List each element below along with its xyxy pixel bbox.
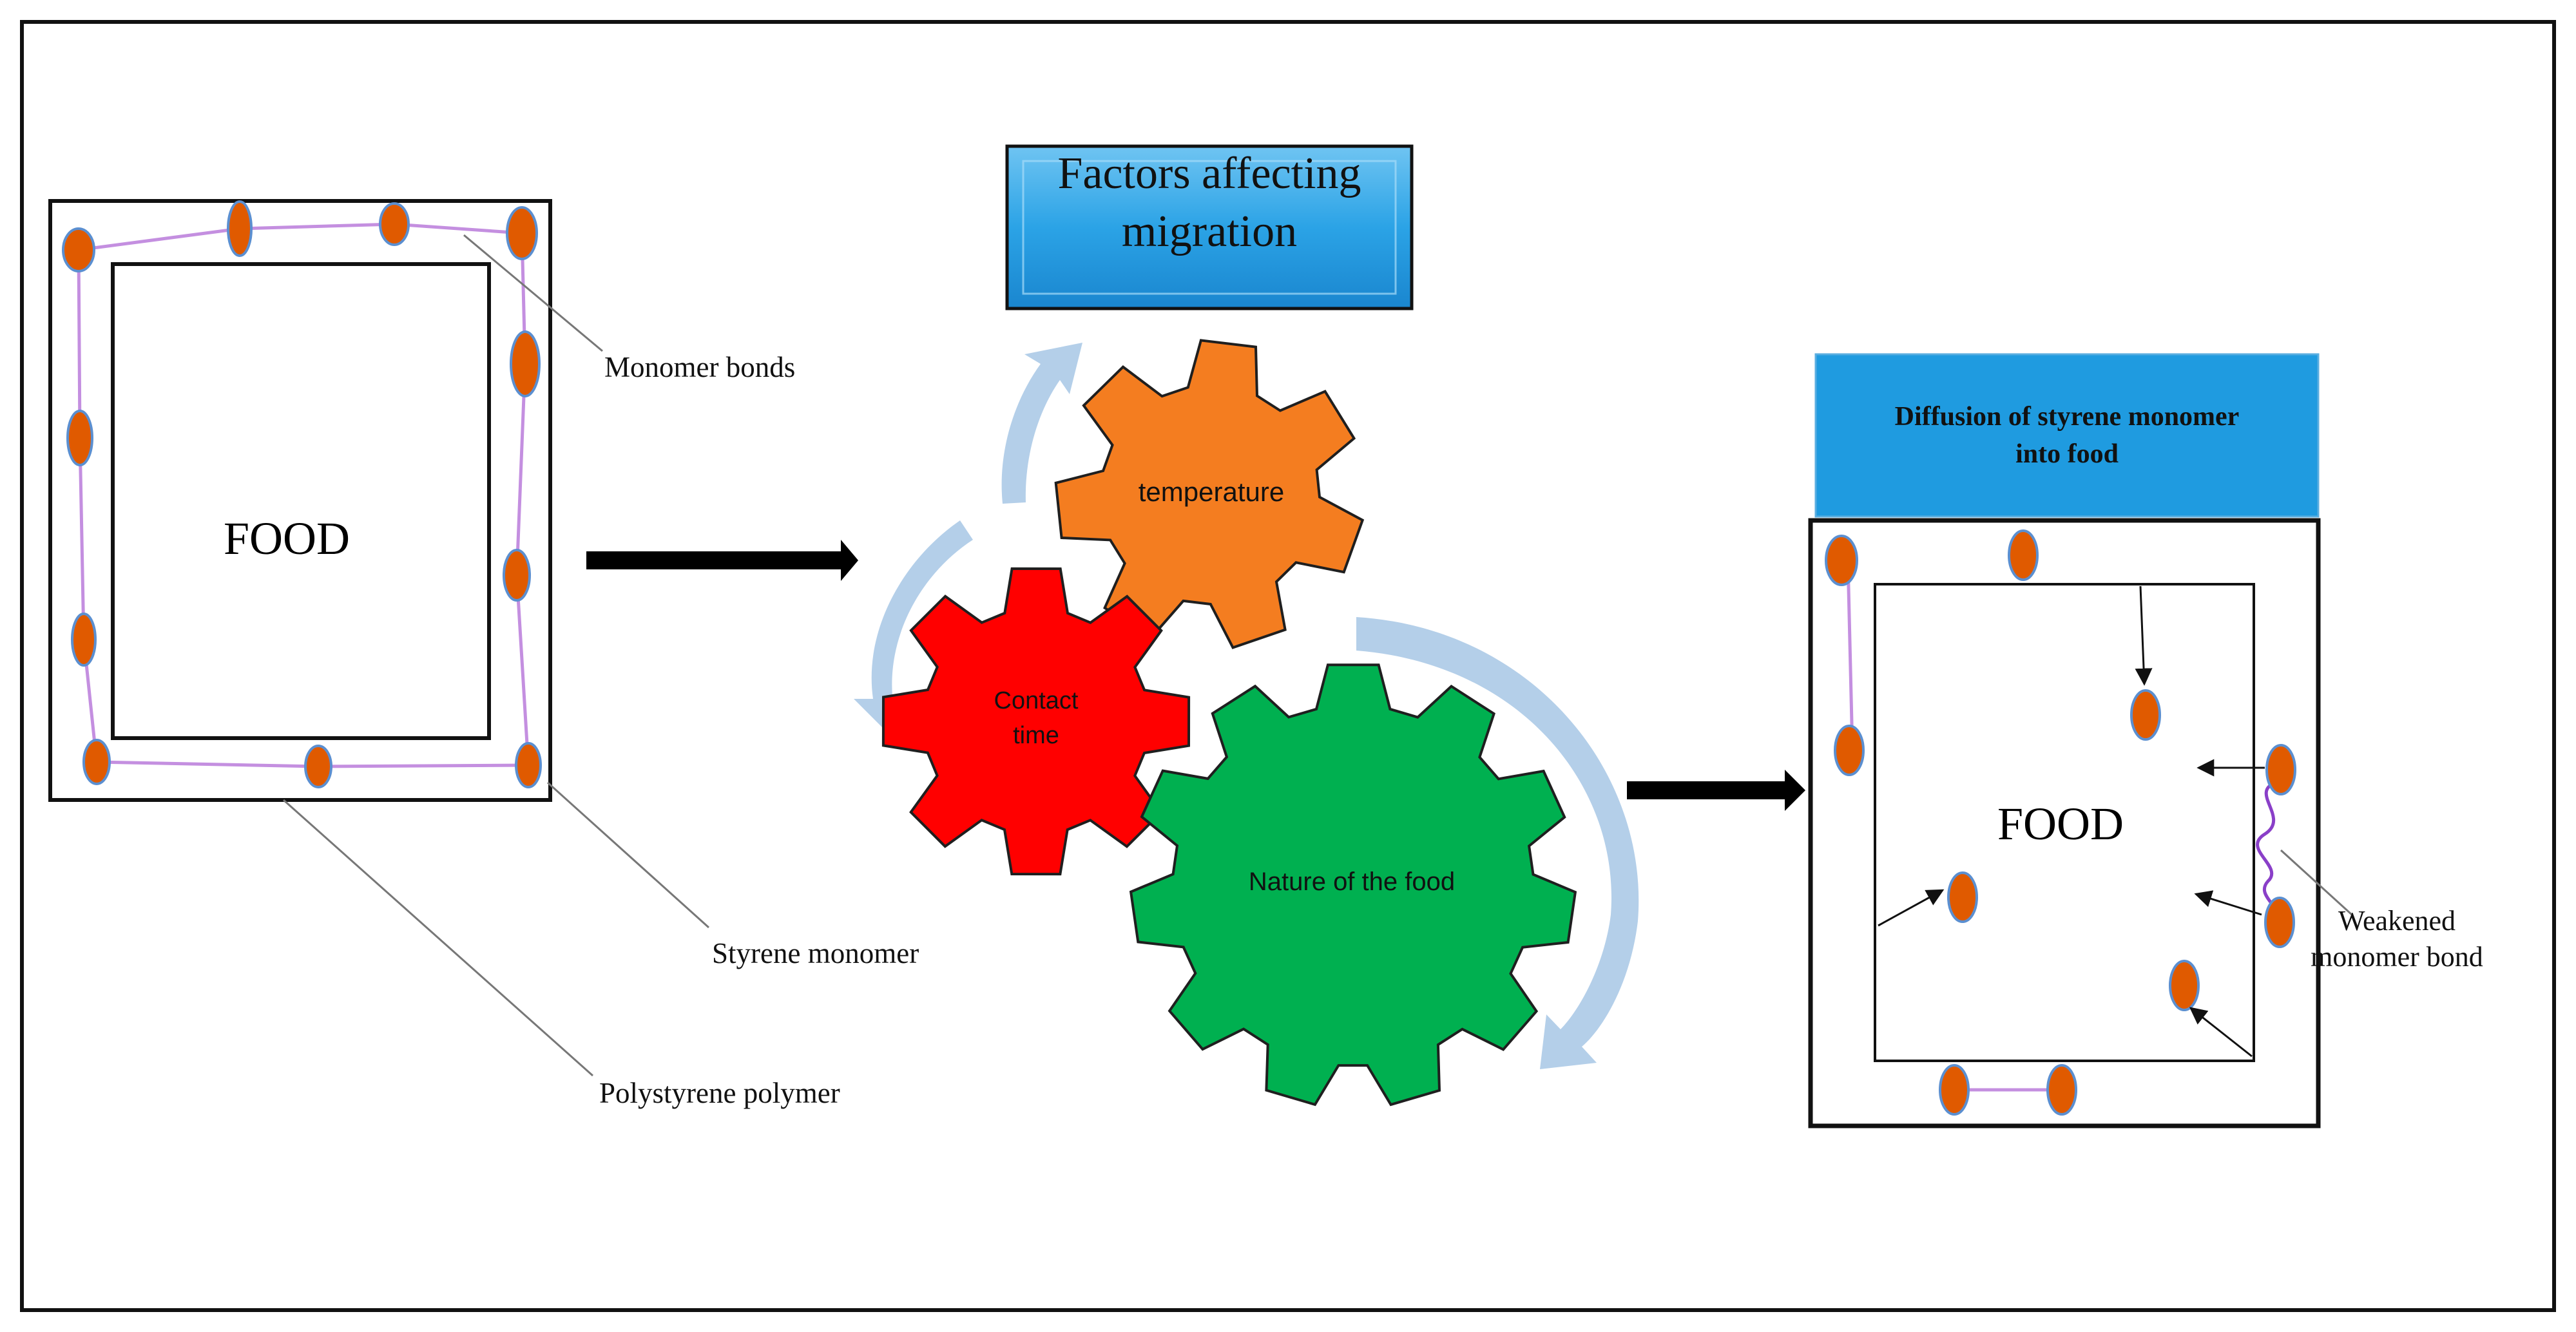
- styrene-monomer: [1947, 871, 1978, 923]
- migration-arrows: [1878, 585, 2265, 1058]
- styrene-monomer: [2264, 897, 2295, 948]
- factors-title-line2: migration: [1122, 207, 1297, 256]
- styrene-monomer: [71, 613, 97, 667]
- polystyrene-polymer-leader: [283, 799, 593, 1077]
- styrene-monomer: [1939, 1064, 1970, 1116]
- styrene-monomer: [82, 739, 111, 785]
- factors-title-line1: Factors affecting: [1057, 149, 1361, 198]
- styrene-monomer: [515, 742, 542, 788]
- contact-time-label-line2: time: [1013, 722, 1059, 749]
- styrene-monomer: [510, 330, 541, 397]
- cycle-arrows: [854, 343, 1639, 1069]
- diffusion-title-line1: Diffusion of styrene monomer: [1895, 402, 2240, 432]
- temperature-gear: [1054, 339, 1365, 649]
- contact-time-label-line1: Contact: [994, 687, 1079, 714]
- degraded-container: [1808, 518, 2321, 1128]
- weakened-bond: [2256, 781, 2280, 922]
- styrene-monomer: [1834, 725, 1865, 776]
- remaining-bond: [1846, 560, 1854, 751]
- styrene-monomer: [227, 200, 253, 257]
- styrene-monomer: [1825, 535, 1858, 586]
- styrene-monomer: [503, 549, 531, 602]
- food-compartment: [111, 262, 491, 740]
- styrene-monomer: [2046, 1064, 2077, 1116]
- styrene-monomer: [2169, 960, 2200, 1011]
- nature-of-food-label: Nature of the food: [1249, 868, 1455, 896]
- right-monomers: [1825, 529, 2296, 1116]
- left-packaging-panel: FOOD Monomer bonds Styrene monomer Polys…: [48, 199, 919, 1109]
- weakened-label-line2: monomer bond: [2311, 941, 2483, 973]
- cycle-arrow-up: [1001, 343, 1082, 504]
- temperature-label: temperature: [1139, 477, 1284, 507]
- styrene-monomer: [62, 227, 95, 272]
- migration-arrow: [2135, 585, 2153, 686]
- right-food-compartment: [1874, 583, 2255, 1062]
- monomer-bonds-label: Monomer bonds: [604, 351, 795, 383]
- styrene-monomer: [66, 410, 93, 466]
- polystyrene-container: [48, 199, 552, 802]
- contact-time-gear: [881, 567, 1191, 876]
- monomer-bond-chain: [77, 222, 530, 768]
- styrene-monomers: [62, 200, 542, 788]
- migration-arrow: [2194, 890, 2262, 916]
- weakened-bond-leader: [2280, 849, 2353, 916]
- left-food-label: FOOD: [224, 513, 350, 564]
- migration-arrow: [1878, 889, 1945, 927]
- diffusion-header: [1814, 353, 2320, 518]
- flow-arrow-right: [1627, 770, 1805, 811]
- styrene-monomer-leader: [546, 781, 710, 929]
- styrene-monomer: [2130, 689, 2161, 741]
- cycle-arrow-right: [1356, 617, 1639, 1069]
- styrene-monomer: [2265, 744, 2296, 795]
- flow-arrow-left: [586, 540, 858, 581]
- right-panel: Diffusion of styrene monomer into food F…: [1808, 353, 2483, 1128]
- migration-arrow: [2189, 1007, 2253, 1058]
- nature-of-food-gear: [1129, 663, 1577, 1107]
- diffusion-title-line2: into food: [2015, 439, 2119, 469]
- cycle-arrow-left: [854, 520, 973, 731]
- weakened-label-line1: Weakened: [2338, 905, 2456, 937]
- styrene-monomer: [304, 745, 332, 788]
- styrene-monomer: [506, 206, 538, 260]
- styrene-monomer: [2008, 529, 2039, 581]
- polystyrene-polymer-label: Polystyrene polymer: [599, 1077, 840, 1109]
- right-food-label: FOOD: [1997, 798, 2124, 850]
- styrene-monomer: [379, 202, 410, 246]
- factors-box: Factors affecting migration: [1005, 144, 1414, 310]
- styrene-monomer-label: Styrene monomer: [712, 937, 919, 969]
- monomer-bonds-leader: [463, 234, 603, 352]
